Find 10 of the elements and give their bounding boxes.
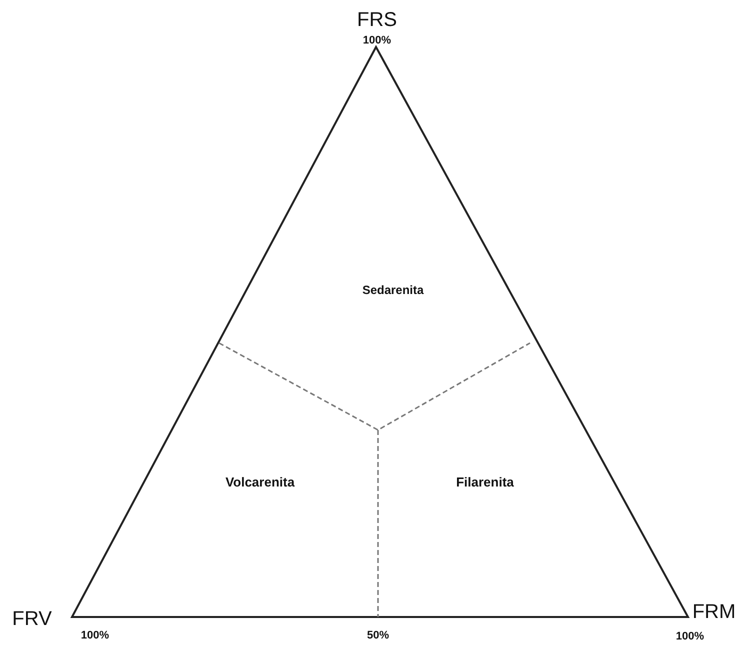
vertex-label: FRS xyxy=(357,10,397,30)
percent-label: 100% xyxy=(362,36,392,46)
percent-label: 100% xyxy=(80,630,110,642)
field-label: Sedarenita xyxy=(362,284,424,296)
field-label: Filarenita xyxy=(456,476,514,488)
percent-label: 50% xyxy=(366,630,390,642)
field-label: Volcarenita xyxy=(225,476,295,488)
vertex-label: FRM xyxy=(692,602,736,622)
percent-label: 100% xyxy=(676,632,704,642)
vertex-label: FRV xyxy=(12,609,52,629)
